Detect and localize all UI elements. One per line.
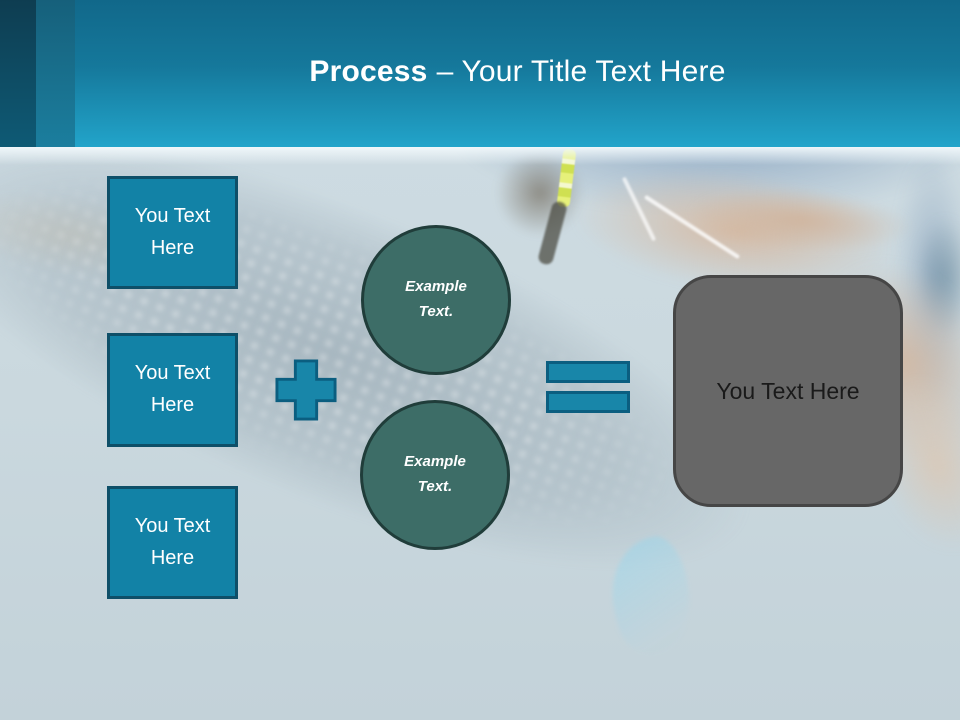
process-box-2-label: You Text Here [134,362,211,416]
example-circle-2[interactable]: Example Text. [360,400,510,550]
slide-title[interactable]: Process – Your Title Text Here [75,0,960,147]
result-box-label: You Text Here [716,377,860,404]
water-surface-highlight [0,147,960,165]
header-stripe-medium [36,0,75,147]
plus-icon[interactable] [275,359,337,421]
process-box-1-label: You Text Here [134,204,211,259]
example-circle-1-label: Example Text. [405,278,467,320]
process-box-3[interactable]: You Text Here [107,486,238,599]
example-circle-2-label: Example Text. [404,453,466,495]
equals-icon[interactable] [546,361,630,413]
title-bold-text: Process [309,54,428,88]
process-box-2[interactable]: You Text Here [107,333,238,447]
process-box-1[interactable]: You Text Here [107,176,238,289]
result-box[interactable]: You Text Here [673,275,903,507]
process-box-3-label: You Text Here [134,514,211,569]
example-circle-1[interactable]: Example Text. [361,225,511,375]
title-rest-text: – Your Title Text Here [436,54,726,88]
slide-header: Process – Your Title Text Here [0,0,960,147]
header-stripe-dark [0,0,36,147]
